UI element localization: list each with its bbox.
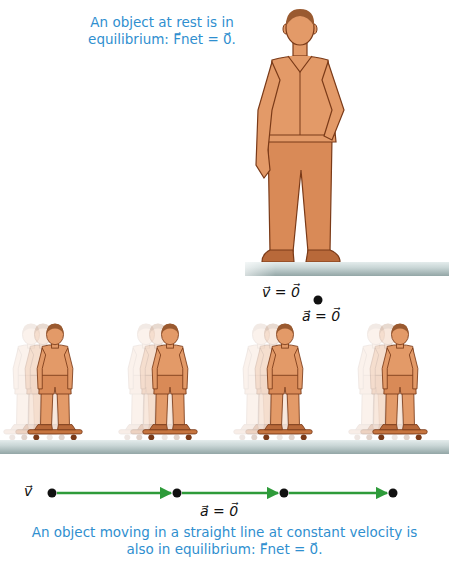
caption-text: An object moving in a straight line at c…	[30, 524, 419, 558]
standing-man	[256, 9, 344, 262]
ground-slab-part	[245, 262, 449, 276]
velocity-vectors-part	[289, 492, 387, 495]
standing-man-part	[306, 250, 340, 262]
ground-slab-part	[0, 440, 449, 454]
position-dot	[314, 296, 323, 305]
position-dots-part	[48, 489, 57, 498]
standing-man-part	[288, 56, 312, 72]
vector-label: a⃗ = 0⃗	[200, 503, 238, 520]
motion-blur	[4, 323, 403, 440]
standing-man-part	[268, 138, 332, 252]
standing-man-part	[322, 62, 344, 140]
position-dots-part	[389, 489, 398, 498]
standing-man-part	[262, 250, 294, 262]
skateboarders-part	[373, 323, 427, 440]
vector-label: v⃗ = 0⃗	[262, 284, 300, 301]
skateboarders-part	[143, 323, 197, 440]
position-dots	[48, 489, 398, 498]
skateboarders-part	[258, 323, 312, 440]
motion-blur	[16, 323, 415, 440]
standing-man-part	[300, 72, 301, 135]
skateboarders-part	[28, 323, 82, 440]
ground-slab	[0, 440, 449, 454]
velocity-vectors	[57, 493, 387, 494]
standing-man-part	[256, 62, 280, 178]
velocity-vectors-part	[182, 492, 278, 495]
ground-slab	[245, 262, 449, 276]
skateboarders	[28, 323, 427, 440]
vector-label: v⃗	[24, 483, 32, 500]
ground-slab-part	[245, 262, 449, 276]
vector-label: a⃗ = 0⃗	[302, 308, 340, 325]
caption-text: An object at rest is in equilibrium: F⃗n…	[66, 14, 258, 48]
standing-man-part	[286, 9, 314, 26]
velocity-vectors-part	[57, 492, 171, 495]
position-dots-part	[173, 489, 182, 498]
position-dots-part	[280, 489, 289, 498]
